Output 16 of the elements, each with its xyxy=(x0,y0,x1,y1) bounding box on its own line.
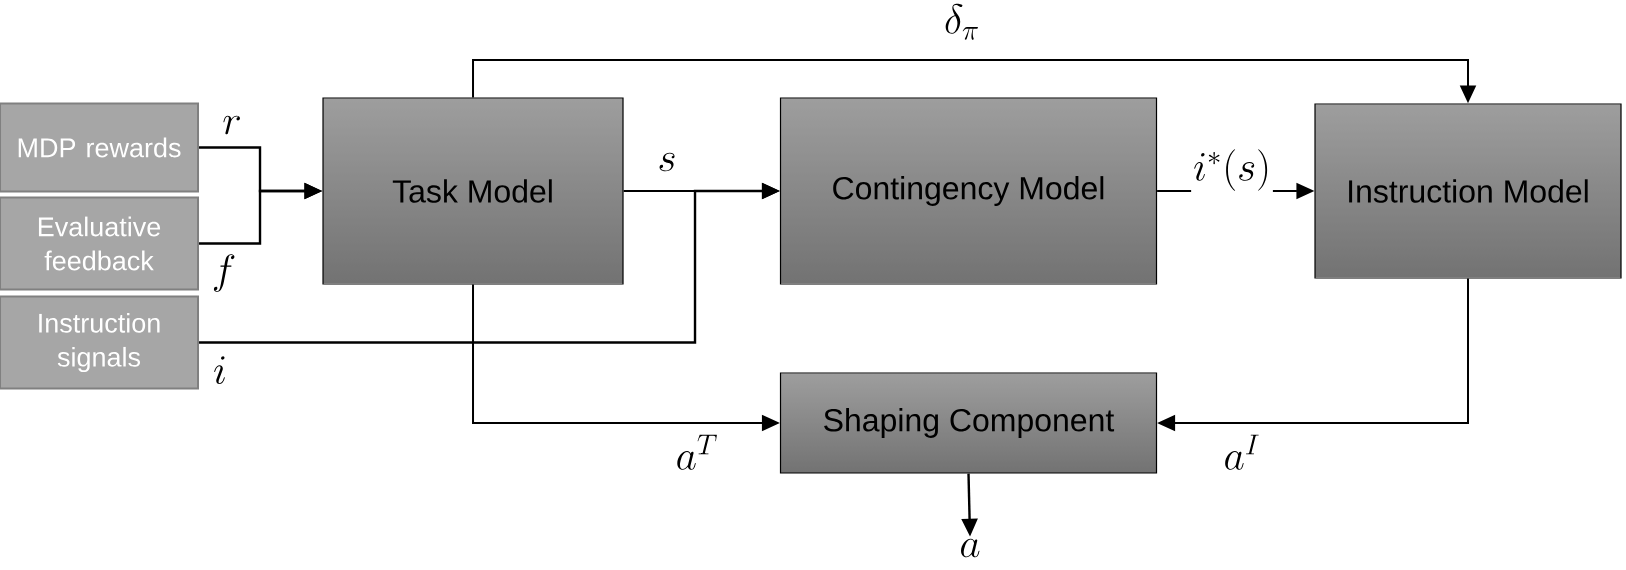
process-box: Task Model xyxy=(322,97,624,285)
edge-label: $i$ xyxy=(211,354,229,386)
source-box: Instruction signals xyxy=(0,295,199,390)
source-box: MDP rewards xyxy=(0,102,199,193)
output-label: $a$ xyxy=(961,538,980,558)
edge-label: $a^T$ xyxy=(673,432,721,472)
process-box: Instruction Model xyxy=(1314,103,1622,279)
edge-label: $f$ xyxy=(209,252,239,294)
edge-label: $s$ xyxy=(655,151,679,173)
source-box: Evaluative feedback xyxy=(0,196,199,291)
process-box: Shaping Component xyxy=(779,372,1158,474)
edge-label: $r$ xyxy=(220,114,244,136)
process-box: Contingency Model xyxy=(779,97,1158,285)
edge-label: $\delta_\pi$ xyxy=(942,2,982,42)
edge-label: $a^I$ xyxy=(1221,432,1263,472)
edge-label: $i^*(s)$ xyxy=(1191,147,1273,193)
